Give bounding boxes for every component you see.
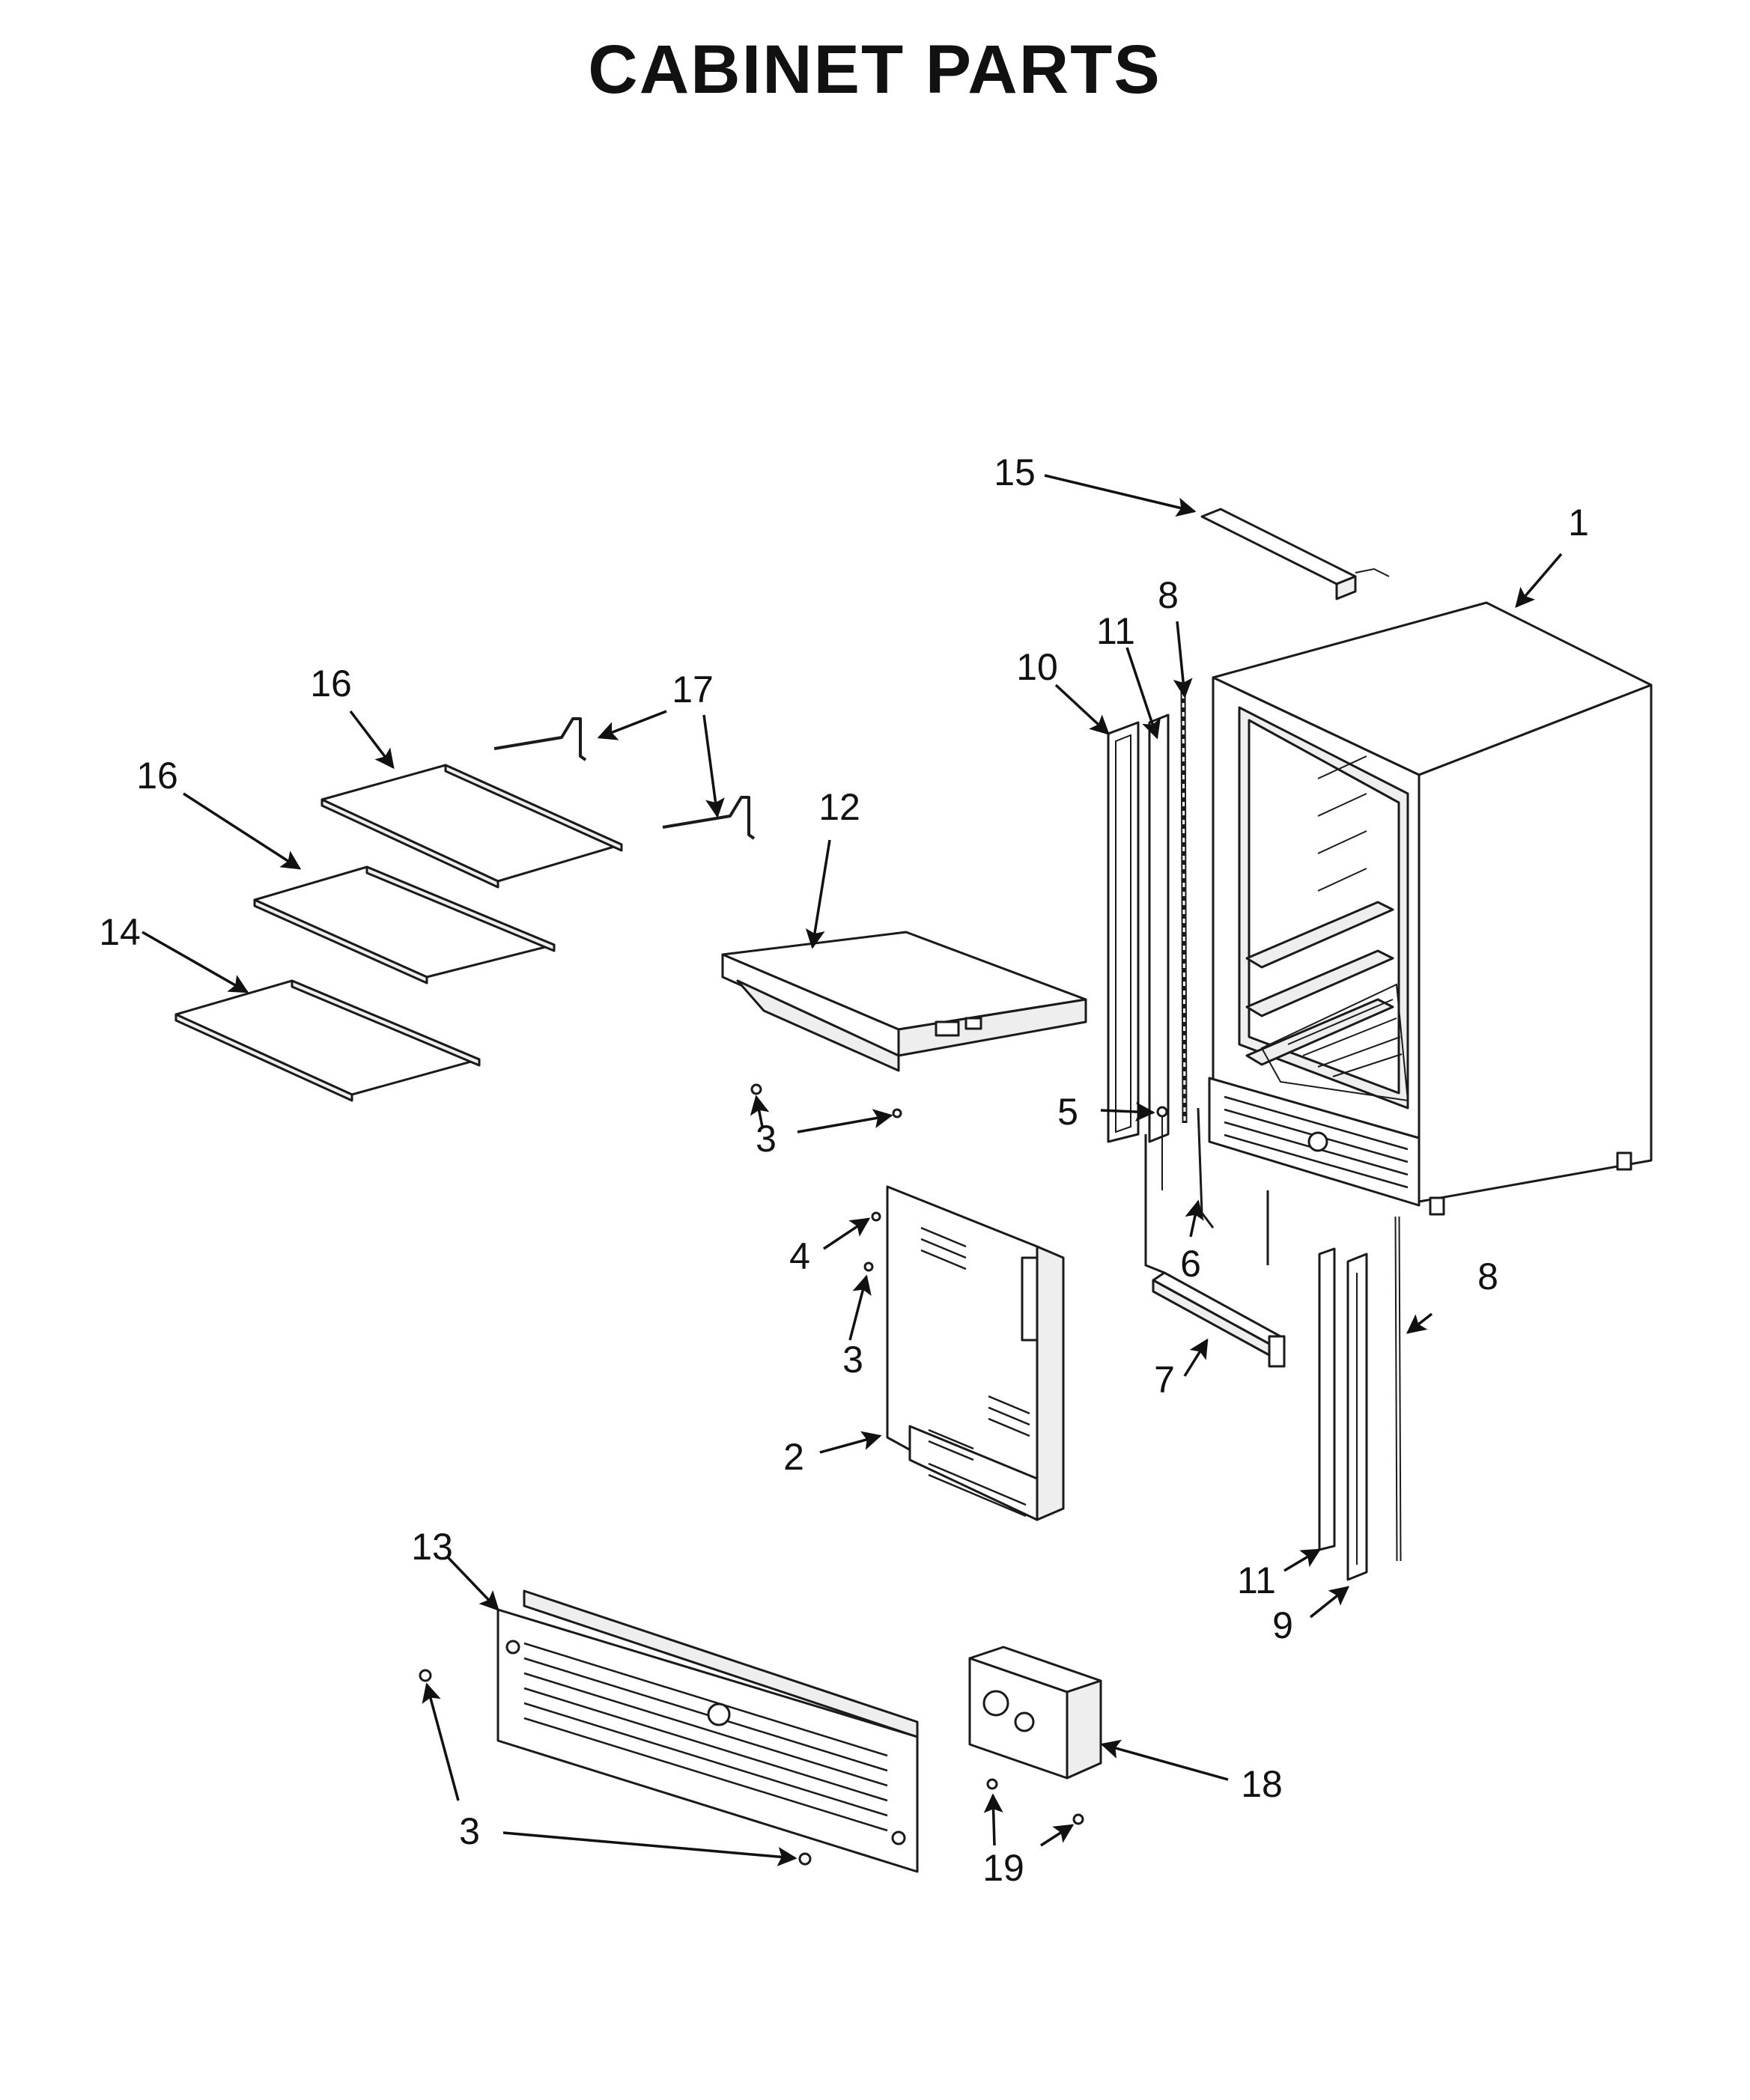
screw-part-19-a bbox=[986, 1778, 998, 1790]
callout-11-upper: 11 bbox=[1096, 610, 1135, 652]
callout-14: 14 bbox=[99, 911, 141, 953]
front-grille-part-13 bbox=[496, 1589, 919, 1873]
glass-shelf-part-16-upper bbox=[320, 764, 623, 889]
callout-5: 5 bbox=[1057, 1091, 1078, 1133]
callout-2: 2 bbox=[783, 1436, 804, 1478]
screw-part-3-d bbox=[419, 1669, 432, 1682]
callout-12: 12 bbox=[818, 786, 860, 828]
callout-3-c: 3 bbox=[459, 1810, 480, 1852]
control-box-part-12 bbox=[721, 931, 1087, 1072]
screw-part-3-b bbox=[892, 1108, 902, 1119]
callout-15: 15 bbox=[994, 451, 1036, 493]
page-title: CABINET PARTS bbox=[588, 31, 1161, 108]
callout-11-lower: 11 bbox=[1237, 1559, 1276, 1601]
seal-strip-part-11-upper bbox=[1148, 713, 1170, 1143]
leader-lines bbox=[142, 474, 1563, 1866]
callout-13: 13 bbox=[411, 1526, 453, 1568]
cabinet-part-1 bbox=[1208, 601, 1653, 1216]
callout-17: 17 bbox=[672, 669, 714, 710]
callout-3-a: 3 bbox=[756, 1118, 777, 1160]
door-gasket-part-10 bbox=[1107, 721, 1140, 1143]
callout-10: 10 bbox=[1016, 646, 1058, 688]
callout-8-upper: 8 bbox=[1158, 574, 1179, 616]
callout-8-lower: 8 bbox=[1477, 1256, 1498, 1297]
door-trim-part-9 bbox=[1346, 1253, 1368, 1581]
screw-part-4 bbox=[871, 1211, 881, 1222]
top-trim-part-15 bbox=[1200, 508, 1390, 600]
screw-part-3-e bbox=[798, 1852, 812, 1866]
rod-part-8-lower bbox=[1394, 1216, 1402, 1562]
callout-16-upper: 16 bbox=[310, 663, 352, 704]
sensor-part-5 bbox=[1156, 1106, 1168, 1190]
housing-part-18 bbox=[968, 1646, 1102, 1780]
seal-strip-part-11-lower bbox=[1318, 1247, 1336, 1551]
hinge-bracket-part-7 bbox=[1152, 1271, 1286, 1368]
rod-part-8-upper bbox=[1180, 684, 1188, 1124]
screw-part-3-a bbox=[750, 1083, 762, 1095]
rear-panel-part-2 bbox=[886, 1185, 1065, 1521]
callout-1: 1 bbox=[1568, 502, 1589, 544]
glass-shelf-part-16-lower bbox=[253, 865, 556, 984]
screw-part-19-b bbox=[1072, 1813, 1084, 1825]
glass-shelf-part-14 bbox=[174, 979, 481, 1102]
callout-4: 4 bbox=[789, 1235, 810, 1277]
callout-7: 7 bbox=[1154, 1359, 1175, 1401]
callout-6: 6 bbox=[1180, 1243, 1201, 1285]
screw-part-3-c bbox=[863, 1261, 874, 1272]
callout-16-lower: 16 bbox=[136, 755, 178, 797]
callout-19: 19 bbox=[982, 1847, 1024, 1889]
callout-9: 9 bbox=[1272, 1604, 1293, 1646]
callout-3-b: 3 bbox=[842, 1339, 863, 1381]
callout-18: 18 bbox=[1241, 1763, 1283, 1805]
